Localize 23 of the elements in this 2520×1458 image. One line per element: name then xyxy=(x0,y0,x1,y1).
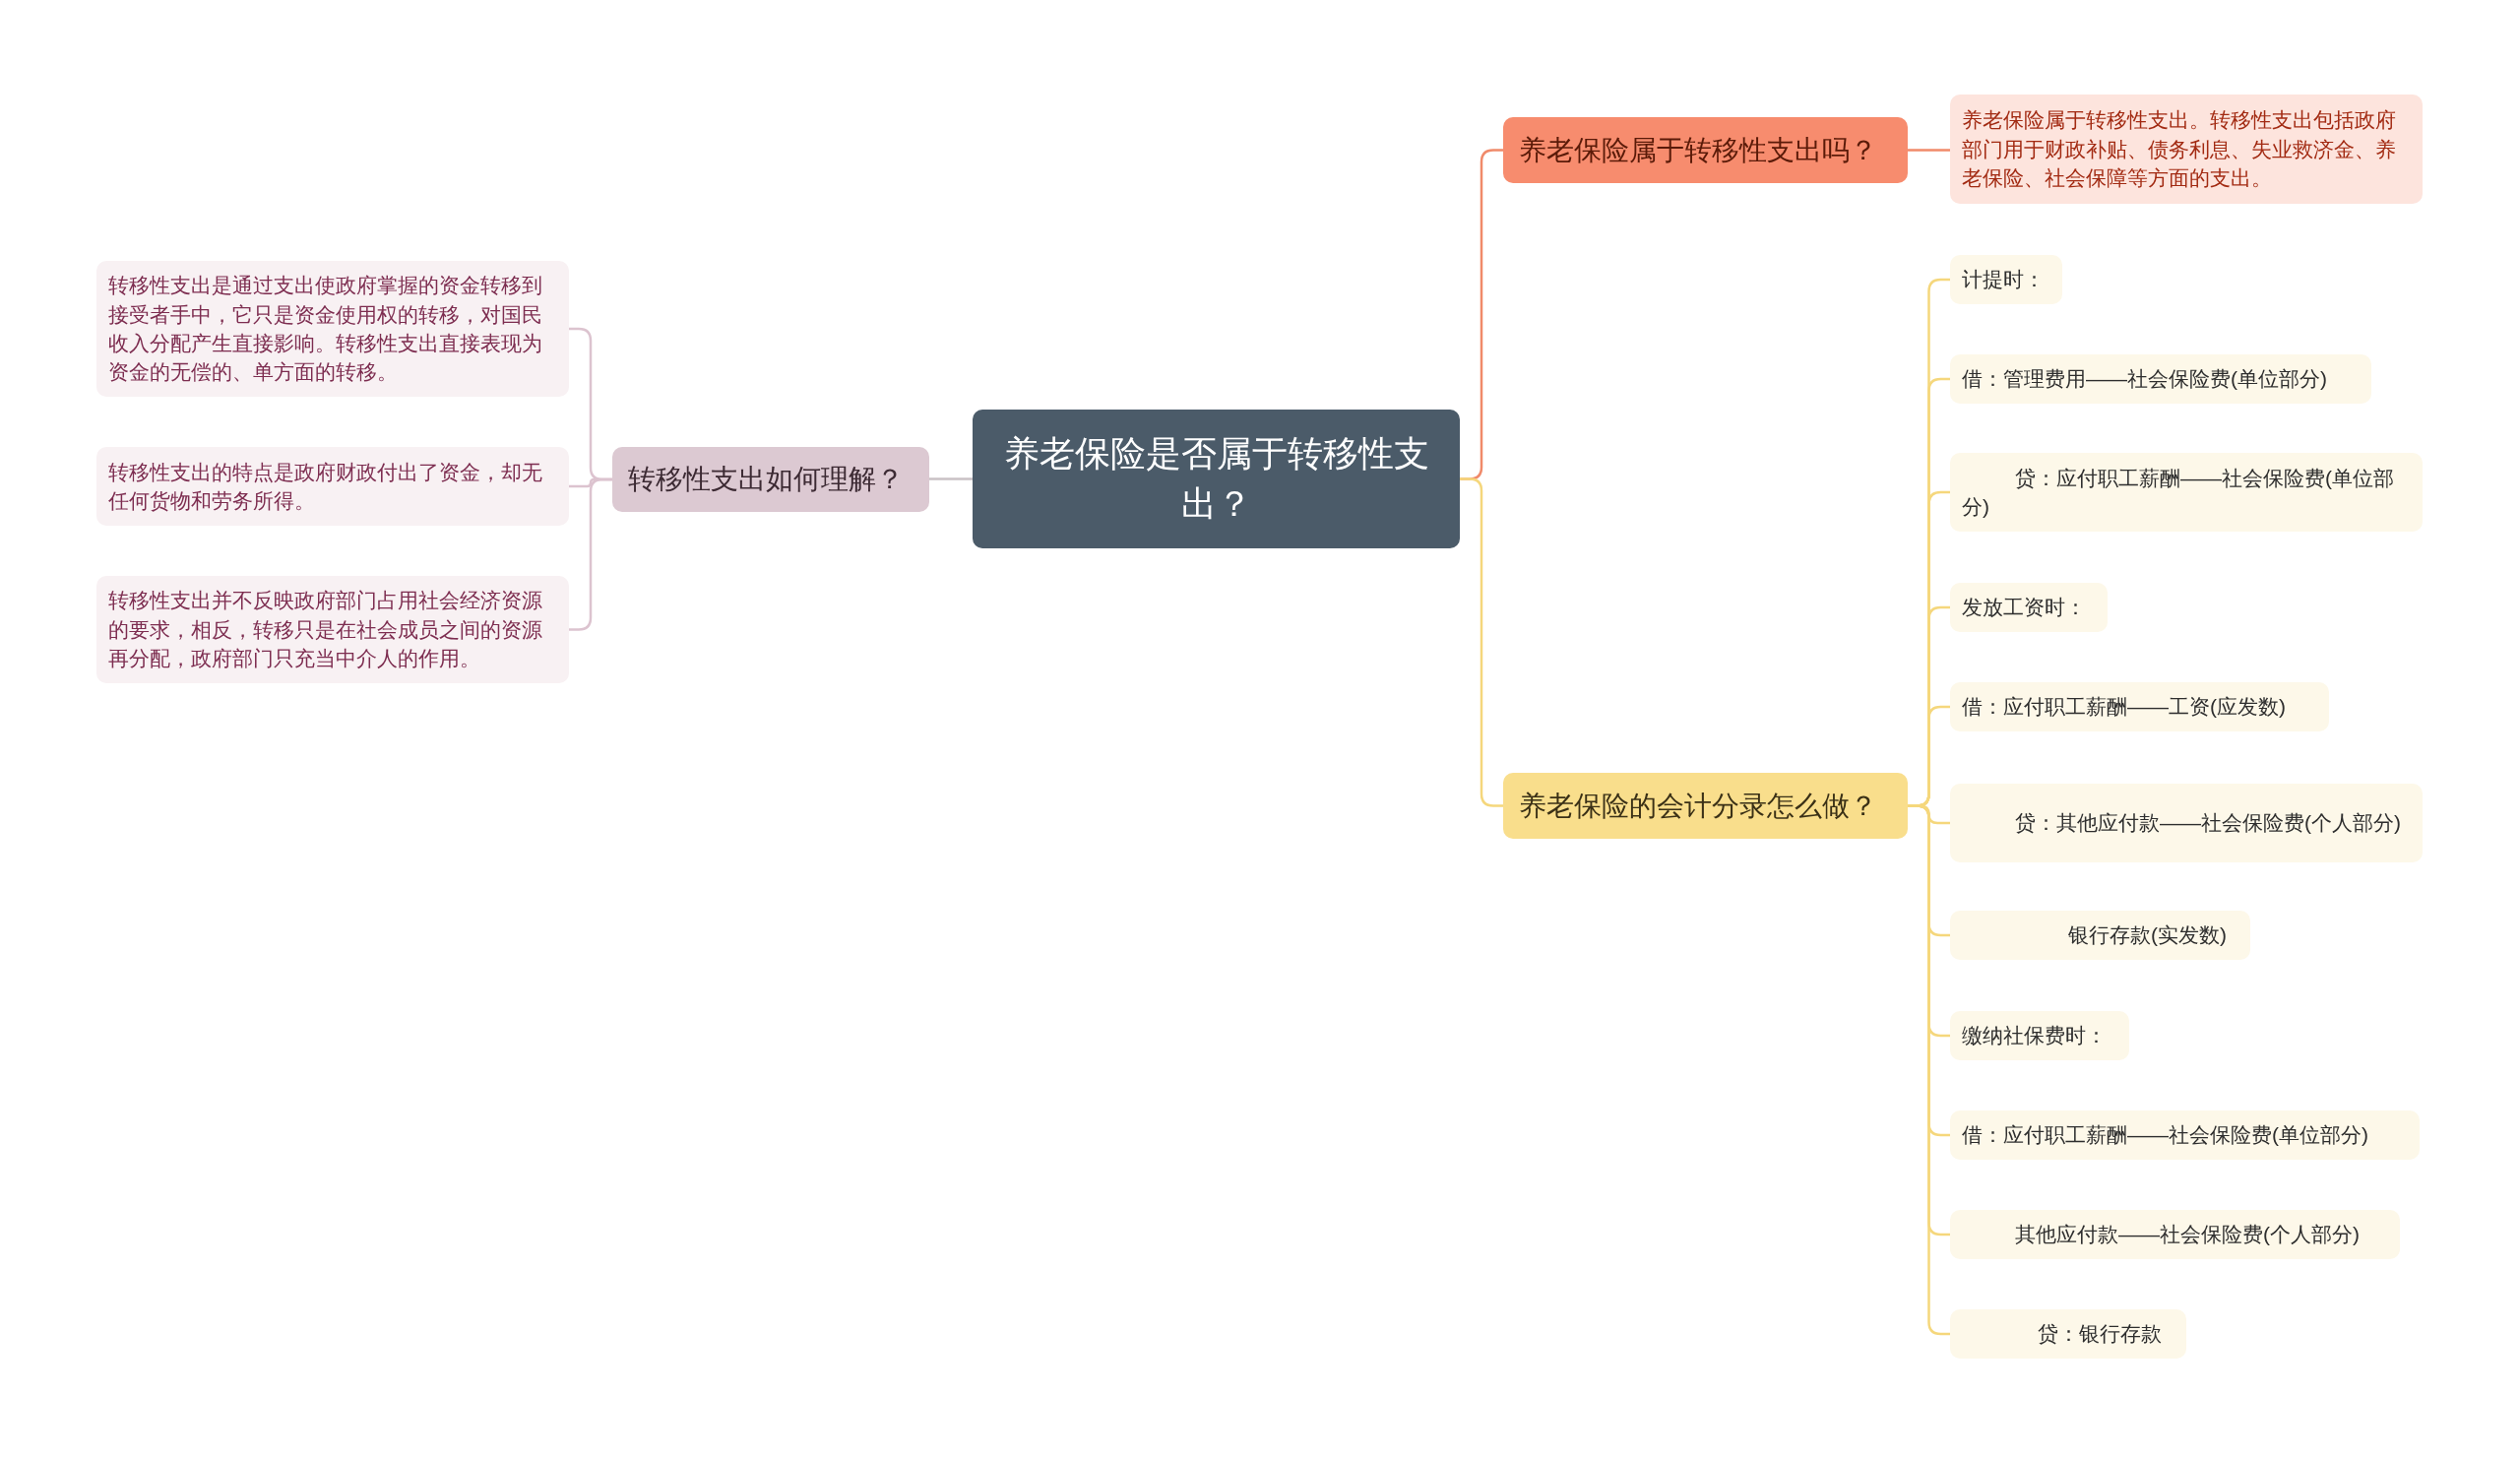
note-box: 缴纳社保费时： xyxy=(1950,1011,2129,1060)
note-box: 贷：其他应付款——社会保险费(个人部分) xyxy=(1950,784,2423,862)
note-box: 养老保险属于转移性支出。转移性支出包括政府部门用于财政补贴、债务利息、失业救济金、养老保险、社会保障等方面的支出。 xyxy=(1950,95,2423,204)
note-box: 发放工资时： xyxy=(1950,583,2108,632)
connector-line xyxy=(1908,149,1950,152)
note-box: 银行存款(实发数) xyxy=(1950,911,2250,960)
note-box: 借：应付职工薪酬——社会保险费(单位部分) xyxy=(1950,1110,2420,1160)
connector-line xyxy=(929,477,973,480)
note-box: 计提时： xyxy=(1950,255,2062,304)
central-topic-box: 养老保险是否属于转移性支出？ xyxy=(973,410,1460,548)
note-box: 贷：应付职工薪酬——社会保险费(单位部分) xyxy=(1950,453,2423,532)
connector-line xyxy=(569,477,612,631)
note-box: 转移性支出的特点是政府财政付出了资金，却无任何货物和劳务所得。 xyxy=(96,447,569,526)
note-box: 借：应付职工薪酬——工资(应发数) xyxy=(1950,682,2329,731)
note-box: 转移性支出是通过支出使政府掌握的资金转移到接受者手中，它只是资金使用权的转移，对国民收入分配产生直接影响。转移性支出直接表现为资金的无偿的、单方面的转移。 xyxy=(96,261,569,397)
note-box: 其他应付款——社会保险费(个人部分) xyxy=(1950,1210,2400,1259)
topic-box: 转移性支出如何理解？ xyxy=(612,447,929,512)
note-box: 借：管理费用——社会保险费(单位部分) xyxy=(1950,354,2371,404)
topic-box: 养老保险属于转移性支出吗？ xyxy=(1503,117,1908,183)
note-box: 贷：银行存款 xyxy=(1950,1309,2186,1359)
topic-box: 养老保险的会计分录怎么做？ xyxy=(1503,773,1908,839)
note-box: 转移性支出并不反映政府部门占用社会经济资源的要求，相反，转移只是在社会成员之间的资源再分配，政府部门只充当中介人的作用。 xyxy=(96,576,569,683)
connector-line xyxy=(1460,477,1503,807)
